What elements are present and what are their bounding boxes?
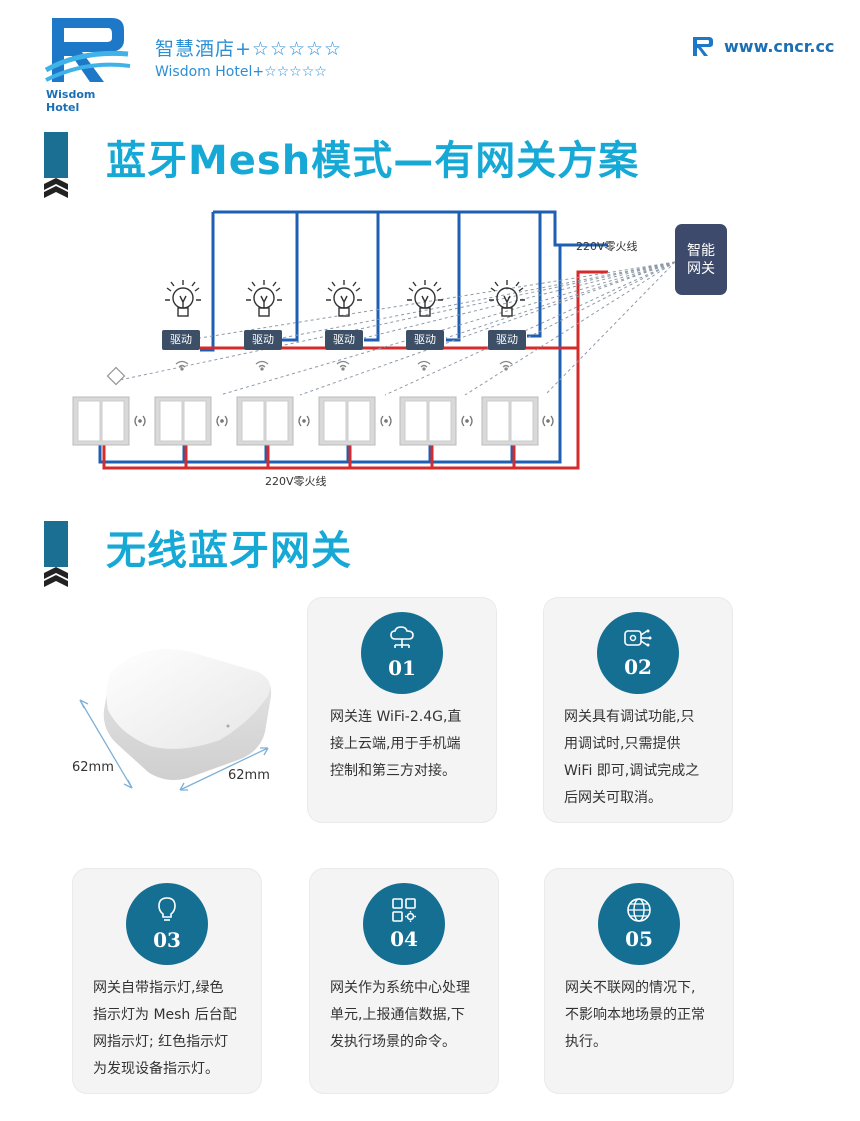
driver-box: 驱动 [244,330,282,350]
site-logo-small-icon [690,34,716,64]
feature-line: 网关作为系统中心处理 [330,980,470,996]
feature-line: 网关连 WiFi-2.4G,直 [330,709,462,725]
smart-gateway-box: 智能 网关 [675,224,727,295]
cloud-network-icon [390,626,414,648]
feature-line: 执行。 [565,1034,607,1050]
feature-line: WiFi 即可,调试完成之 [564,763,700,779]
logo-caption: Wisdom Hotel [46,88,96,114]
logo-mark-icon [44,18,131,82]
site-url-link[interactable]: www.cncr.cc [724,37,835,56]
feature-line: 指示灯为 Mesh 后台配 [93,1007,237,1023]
feature-line: 接上云端,用于手机端 [330,736,461,752]
header-title-cn: 智慧酒店+☆☆☆☆☆ [155,38,343,60]
driver-box: 驱动 [406,330,444,350]
logo: Wisdom Hotel [42,10,132,114]
feature-line: 为发现设备指示灯。 [93,1061,219,1077]
gateway-label-line2: 网关 [687,260,715,277]
feature-text: 网关自带指示灯,绿色 指示灯为 Mesh 后台配 网指示灯; 红色指示灯 为发现… [93,975,257,1083]
section1-title: 蓝牙Mesh模式—有网关方案 [106,138,640,184]
feature-line: 网关不联网的情况下, [565,980,696,996]
header-title-en: Wisdom Hotel+☆☆☆☆☆ [155,64,327,80]
feature-line: 单元,上报通信数据,下 [330,1007,465,1023]
feature-badge: 01 [361,612,443,694]
feature-text: 网关不联网的情况下, 不影响本地场景的正常 执行。 [565,975,729,1056]
bulb-icon [158,897,176,921]
dimension-left-label: 62mm [72,760,114,775]
feature-badge: 03 [126,883,208,965]
feature-number: 05 [625,927,653,951]
gateway-label-line1: 智能 [687,242,715,259]
section2-marker [44,521,72,591]
driver-box: 驱动 [325,330,363,350]
feature-text: 网关作为系统中心处理 单元,上报通信数据,下 发执行场景的命令。 [330,975,494,1056]
feature-line: 网关自带指示灯,绿色 [93,980,224,996]
section2-title: 无线蓝牙网关 [106,528,352,574]
gateway-device-image [79,649,272,791]
feature-text: 网关具有调试功能,只 用调试时,只需提供 WiFi 即可,调试完成之 后网关可取… [564,704,728,812]
feature-badge: 04 [363,883,445,965]
feature-line: 发执行场景的命令。 [330,1034,456,1050]
feature-number: 03 [153,928,181,952]
wire-label-top: 220V零火线 [576,240,638,253]
dimension-right-label: 62mm [228,768,270,783]
feature-text: 网关连 WiFi-2.4G,直 接上云端,用于手机端 控制和第三方对接。 [330,704,490,785]
feature-number: 01 [388,656,416,680]
debug-device-icon [624,629,652,647]
apps-settings-icon [392,898,416,922]
feature-line: 用调试时,只需提供 [564,736,681,752]
feature-number: 04 [390,927,418,951]
feature-line: 不影响本地场景的正常 [565,1007,705,1023]
wiring-diagram [72,210,676,470]
feature-line: 后网关可取消。 [564,790,662,806]
feature-line: 控制和第三方对接。 [330,763,456,779]
feature-line: 网指示灯; 红色指示灯 [93,1034,229,1050]
feature-badge: 05 [598,883,680,965]
driver-box: 驱动 [488,330,526,350]
wire-label-bottom: 220V零火线 [265,475,327,488]
feature-line: 网关具有调试功能,只 [564,709,695,725]
section1-marker [44,132,72,202]
globe-icon [627,898,651,922]
driver-box: 驱动 [162,330,200,350]
feature-number: 02 [624,655,652,679]
feature-badge: 02 [597,612,679,694]
